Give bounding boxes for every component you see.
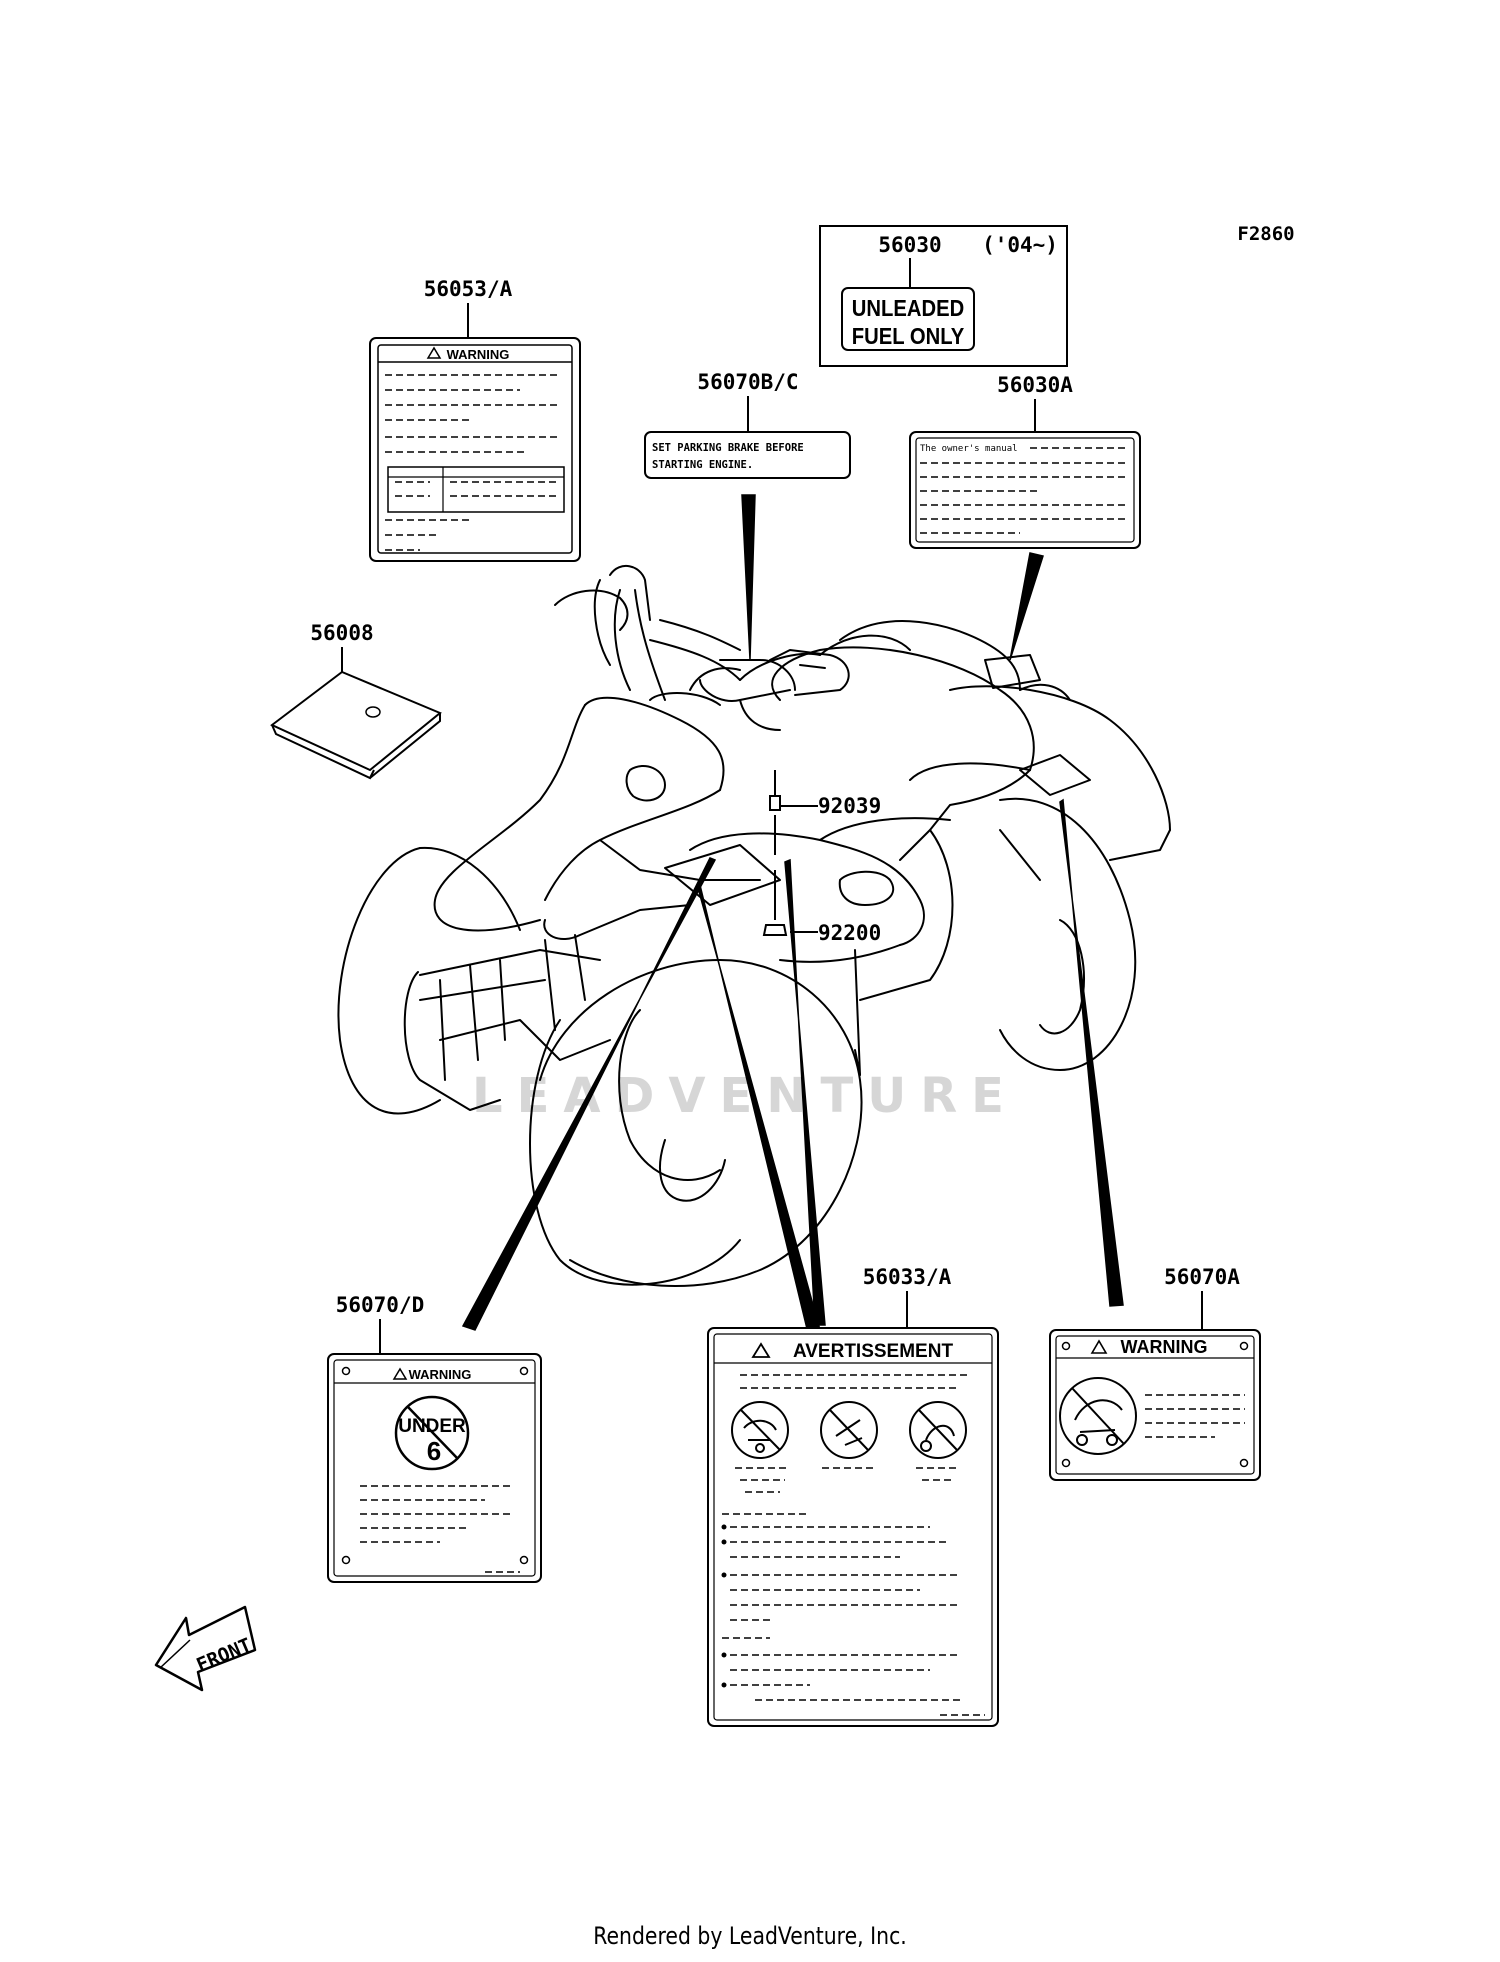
part-number-56070bc: 56070B/C — [697, 370, 798, 394]
part-number-92200: 92200 — [818, 921, 881, 945]
part-number-92039: 92039 — [818, 794, 881, 818]
warning-heading-56070a: WARNING — [1121, 1337, 1208, 1357]
front-direction-arrow: FRONT — [154, 1605, 257, 1692]
watermark-text: LEADVENTURE — [472, 1068, 1018, 1124]
part-number-56033: 56033/A — [863, 1265, 952, 1289]
part-number-56030: 56030 — [878, 233, 941, 257]
bolt-92039-part — [769, 770, 818, 855]
part-number-56070a: 56070A — [1164, 1265, 1240, 1289]
part-number-56070d: 56070/D — [336, 1293, 425, 1317]
part-56008-manual-pouch: 56008 — [270, 621, 442, 780]
parking-brake-line-1: SET PARKING BRAKE BEFORE — [652, 442, 804, 454]
avertissement-heading: AVERTISSEMENT — [793, 1341, 954, 1362]
unleaded-line-1: UNLEADED — [852, 295, 964, 322]
under-text: UNDER — [398, 1416, 466, 1437]
label-56033-avertissement: 56033/A AVERTISSEMENT — [707, 1265, 999, 1727]
nut-92200-part — [762, 870, 818, 936]
label-56070d-under-6-warning: 56070/D WARNING UNDER 6 — [327, 1293, 542, 1583]
label-56053-warning: 56053/A WARNING — [369, 277, 581, 562]
warning-heading-56053: WARNING — [447, 347, 510, 362]
unleaded-line-2: FUEL ONLY — [852, 323, 965, 350]
applicable-years: ('04~) — [982, 233, 1058, 257]
part-number-56030a: 56030A — [997, 373, 1073, 397]
parking-brake-line-2: STARTING ENGINE. — [652, 459, 753, 471]
atv-illustration — [337, 565, 1171, 1287]
part-number-56008: 56008 — [310, 621, 373, 645]
label-56070a-warning: 56070A WARNING — [1049, 1265, 1261, 1481]
leader-lines — [461, 494, 1124, 1334]
label-56030a-owners-manual: 56030A The owner's manual — [909, 373, 1141, 549]
warning-heading-56070d: WARNING — [409, 1367, 472, 1382]
part-number-56053: 56053/A — [424, 277, 513, 301]
label-56030-unleaded-fuel: 56030 ('04~) UNLEADED FUEL ONLY — [819, 225, 1068, 367]
figure-code: F2860 — [1237, 223, 1294, 245]
under-age-number: 6 — [427, 1436, 441, 1466]
label-56070bc-parking-brake: 56070B/C SET PARKING BRAKE BEFORE STARTI… — [644, 370, 851, 479]
owners-manual-text: The owner's manual — [920, 444, 1018, 454]
rendered-by-footer: Rendered by LeadVenture, Inc. — [593, 1922, 907, 1950]
